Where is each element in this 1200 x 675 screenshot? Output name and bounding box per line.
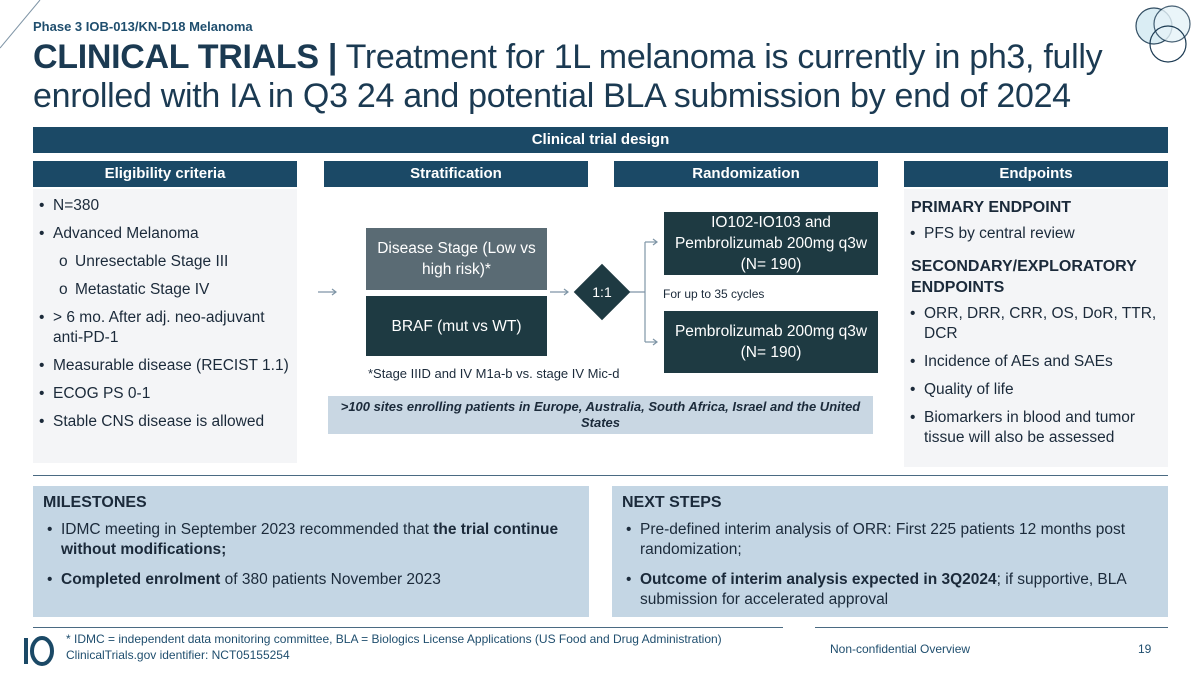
list-item: Outcome of interim analysis expected in … (620, 570, 1158, 610)
footer-divider (815, 627, 1168, 628)
list-item: PFS by central review (904, 224, 1160, 244)
disease-stage-box: Disease Stage (Low vs high risk)* (366, 228, 547, 290)
footnote-line: ClinicalTrials.gov identifier: NCT051552… (66, 648, 290, 662)
list-item: Quality of life (904, 380, 1160, 400)
milestone-bold: the trial continue without modifications… (61, 521, 559, 558)
randomization-ratio: 1:1 (592, 284, 612, 300)
eligibility-list: N=380 Advanced Melanoma Unresectable Sta… (33, 196, 297, 432)
list-item: Completed enrolment of 380 patients Nove… (41, 570, 579, 590)
list-item: Pre-defined interim analysis of ORR: Fir… (620, 520, 1158, 560)
next-step-bold: Outcome of interim analysis expected in … (640, 571, 997, 588)
list-subitem: Unresectable Stage III (33, 252, 297, 272)
list-item: ORR, DRR, CRR, OS, DoR, TTR, DCR (904, 304, 1160, 344)
title-bold: CLINICAL TRIALS | (33, 38, 338, 76)
milestone-text: of 380 patients November 2023 (220, 571, 441, 588)
arm-combination-box: IO102-IO103 and Pembrolizumab 200mg q3w … (664, 212, 878, 275)
classification-label: Non-confidential Overview (830, 642, 971, 656)
clinical-trial-design-bar: Clinical trial design (33, 127, 1168, 153)
corner-decoration (0, 0, 41, 49)
primary-endpoint-heading: PRIMARY ENDPOINT (911, 199, 1072, 216)
secondary-endpoint-list: ORR, DRR, CRR, OS, DoR, TTR, DCR Inciden… (904, 304, 1160, 448)
footnote-line: * IDMC = independent data monitoring com… (66, 632, 722, 646)
list-item: ECOG PS 0-1 (33, 384, 297, 404)
footnote: * IDMC = independent data monitoring com… (66, 631, 722, 663)
section-divider (33, 475, 1168, 476)
list-item: Biomarkers in blood and tumor tissue wil… (904, 408, 1160, 448)
endpoints-panel: PRIMARY ENDPOINT PFS by central review S… (904, 189, 1168, 467)
list-item: IDMC meeting in September 2023 recommend… (41, 520, 579, 560)
sites-banner: >100 sites enrolling patients in Europe,… (328, 396, 873, 434)
stratification-footnote: *Stage IIID and IV M1a-b vs. stage IV Mi… (368, 366, 620, 381)
list-item: Measurable disease (RECIST 1.1) (33, 356, 297, 376)
milestones-heading: MILESTONES (43, 494, 147, 511)
randomization-header: Randomization (614, 161, 878, 187)
page-number: 19 (1138, 642, 1152, 656)
slide-subtitle: Phase 3 IOB-013/KN-D18 Melanoma (33, 19, 253, 34)
title-rest: Treatment for 1L melanoma is currently i… (33, 38, 1103, 115)
eligibility-header: Eligibility criteria (33, 161, 297, 187)
list-item: Advanced Melanoma (33, 224, 297, 244)
endpoints-header: Endpoints (904, 161, 1168, 187)
slide-title: CLINICAL TRIALS | Treatment for 1L melan… (33, 38, 1133, 116)
arm-pembrolizumab-box: Pembrolizumab 200mg q3w (N= 190) (664, 311, 878, 373)
milestone-text: IDMC meeting in September 2023 recommend… (61, 521, 434, 538)
milestones-panel: MILESTONES IDMC meeting in September 202… (33, 486, 589, 617)
next-steps-list: Pre-defined interim analysis of ORR: Fir… (620, 520, 1158, 610)
stratification-header: Stratification (324, 161, 588, 187)
company-logo-icon (24, 636, 54, 666)
brand-circles-logo (1135, 5, 1191, 63)
list-item: > 6 mo. After adj. neo-adjuvant anti-PD-… (33, 308, 297, 348)
milestones-list: IDMC meeting in September 2023 recommend… (41, 520, 579, 590)
list-item: Incidence of AEs and SAEs (904, 352, 1160, 372)
cycles-note: For up to 35 cycles (663, 287, 765, 301)
eligibility-panel: N=380 Advanced Melanoma Unresectable Sta… (33, 189, 297, 463)
primary-endpoint-list: PFS by central review (904, 224, 1160, 244)
secondary-endpoint-heading: SECONDARY/EXPLORATORY ENDPOINTS (911, 258, 1137, 296)
milestone-bold: Completed enrolment (61, 571, 221, 588)
braf-box: BRAF (mut vs WT) (366, 296, 547, 356)
next-step-text: ; if supportive, BLA submission for acce… (640, 571, 1126, 608)
list-item: Stable CNS disease is allowed (33, 412, 297, 432)
list-subitem: Metastatic Stage IV (33, 280, 297, 300)
next-steps-panel: NEXT STEPS Pre-defined interim analysis … (612, 486, 1168, 617)
footer-divider (33, 627, 783, 628)
next-steps-heading: NEXT STEPS (622, 494, 722, 511)
list-item: N=380 (33, 196, 297, 216)
